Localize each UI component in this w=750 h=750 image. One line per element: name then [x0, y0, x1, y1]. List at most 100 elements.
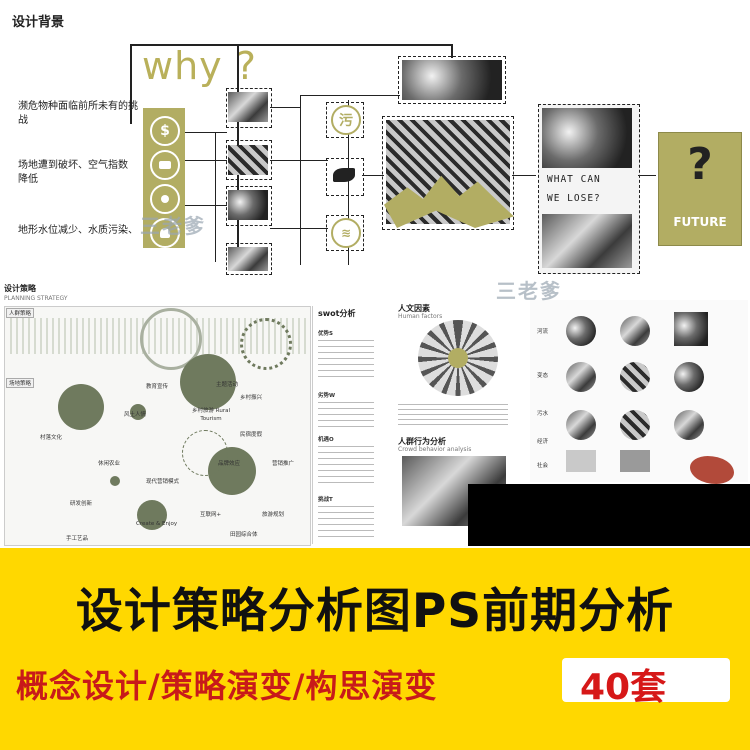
- node-label: 研发创新: [70, 501, 93, 507]
- tree-icon: [150, 218, 180, 248]
- strategy-node: [180, 354, 236, 410]
- row-label: 变态: [537, 373, 549, 379]
- strategy-node: [137, 500, 167, 530]
- row-label: 社会: [537, 463, 549, 469]
- node-label: 休闲农业: [98, 461, 121, 467]
- radial-center: [448, 348, 468, 368]
- connector-line: [451, 44, 453, 58]
- swot-threat: 挑战T: [318, 497, 333, 503]
- connector-line: [348, 100, 349, 265]
- bus-icon: [150, 150, 180, 180]
- connector-line: [130, 44, 132, 124]
- count-badge: [562, 658, 730, 702]
- dashed-frame: [226, 88, 272, 128]
- what-can-text: WHAT CAN: [547, 174, 601, 185]
- swot-strength: 优势S: [318, 331, 333, 337]
- strategy-node: [58, 384, 104, 430]
- tag-people-strategy: 人群策略: [6, 308, 35, 318]
- strategy-subtitle: PLANNING STRATEGY: [4, 295, 68, 302]
- center-label: 乡村旅游 Rural Tourism: [192, 408, 230, 422]
- crowd-analysis-subtitle: Crowd behavior analysis: [398, 446, 472, 453]
- dollar-icon: $: [150, 116, 180, 146]
- analysis-photo: [690, 456, 734, 484]
- banner-main-title: 设计策略分析图PS前期分析: [75, 584, 675, 639]
- connector-line: [362, 175, 384, 176]
- watermark: 三老爹: [496, 279, 562, 303]
- dashed-frame: [326, 102, 364, 138]
- strategy-node: [110, 476, 120, 486]
- thumbnail-photo: [228, 247, 268, 271]
- text-lines: [318, 506, 374, 540]
- redaction-bar: [468, 484, 750, 546]
- promo-banner: [0, 548, 750, 750]
- note-destruction: 场地遭到破坏、空气指数降低: [18, 160, 128, 185]
- node-label: 民宿度假: [240, 432, 263, 438]
- connector-line: [270, 228, 328, 229]
- tag-landscape-strategy: 场地策略: [6, 378, 35, 388]
- elder-face-photo: [542, 214, 632, 268]
- node-label: 田园综合体: [230, 532, 258, 538]
- connector-line: [215, 132, 216, 262]
- node-label: 旅游规划: [262, 512, 285, 518]
- we-lose-text: WE LOSE?: [547, 193, 601, 204]
- dashed-frame: [226, 186, 272, 226]
- connector-line: [270, 160, 328, 161]
- text-lines: [398, 404, 508, 428]
- dashed-frame: [226, 243, 272, 275]
- water-icon: ≋: [331, 218, 361, 248]
- node-label: Create & Enjoy: [136, 521, 178, 527]
- node-label: 品牌效应: [218, 461, 241, 467]
- analysis-photo: [620, 316, 650, 346]
- connector-line: [185, 132, 227, 133]
- swot-weakness: 劣势W: [318, 393, 336, 399]
- analysis-photo: [674, 362, 704, 392]
- connector-line: [300, 95, 400, 96]
- count-text: 40套: [580, 667, 667, 708]
- connector-line: [512, 175, 536, 176]
- person-icon: [150, 184, 180, 214]
- section-title: 设计背景: [12, 15, 65, 30]
- connector-line: [638, 175, 656, 176]
- text-lines: [318, 402, 374, 432]
- node-label: 乡村振兴: [240, 395, 263, 401]
- dashed-frame: [326, 215, 364, 251]
- future-card: ? FUTURE: [658, 132, 742, 246]
- connector-line: [270, 107, 300, 108]
- dashed-frame: [326, 158, 364, 196]
- analysis-photo: [566, 316, 596, 346]
- human-factors-subtitle: Human factors: [398, 313, 443, 320]
- note-endangered: 濒危物种面临前所未有的挑战: [18, 101, 138, 126]
- analysis-photo: [674, 312, 708, 346]
- swot-title: swot分析: [318, 309, 356, 318]
- strategy-node: [130, 404, 146, 420]
- center-ring: [182, 430, 228, 476]
- row-label: 河流: [537, 329, 549, 335]
- dashed-frame: [398, 56, 506, 104]
- analysis-photo: [620, 410, 650, 440]
- dashed-frame: [226, 140, 272, 180]
- forest-photo: [402, 60, 502, 100]
- thumbnail-photo: [228, 92, 268, 122]
- why-heading: why ?: [142, 44, 257, 88]
- future-label: FUTURE: [673, 215, 727, 229]
- analysis-photo: [566, 362, 596, 392]
- human-factors-title: 人文因素: [398, 304, 430, 313]
- pollution-icon: 污: [331, 105, 361, 135]
- analysis-photo: [674, 410, 704, 440]
- ring-graphic: [240, 318, 292, 370]
- connector-line: [185, 205, 227, 206]
- thumbnail-photo: [228, 145, 268, 175]
- thumbnail-photo: [228, 190, 268, 220]
- dashed-frame: [382, 116, 514, 230]
- node-label: 营销推广: [272, 461, 295, 467]
- text-lines: [318, 446, 374, 486]
- analysis-photo: [620, 362, 650, 392]
- analysis-photo: [566, 410, 596, 440]
- node-label: 风土人情: [124, 412, 147, 418]
- analysis-photo: [566, 450, 596, 472]
- note-water: 地形水位减少、水质污染、: [18, 225, 138, 236]
- crowd-analysis-title: 人群行为分析: [398, 437, 446, 446]
- row-label: 污水: [537, 411, 549, 417]
- text-lines: [318, 340, 374, 380]
- strategy-title: 设计策略: [4, 284, 36, 293]
